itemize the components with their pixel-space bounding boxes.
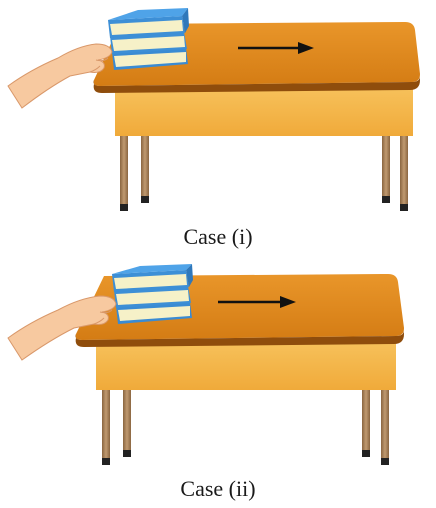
table-leg [381,384,389,464]
leg-foot [381,458,389,465]
table-leg [120,130,128,210]
table-legs [102,384,389,465]
case-ii-caption: Case (ii) [180,476,256,501]
leg-foot [141,196,149,203]
pushing-hand [7,295,117,361]
table-leg [400,130,408,210]
case-ii-illustration [7,264,404,465]
pushing-hand [7,43,113,109]
book-stack [112,264,193,324]
table-leg [362,384,370,456]
case-i-caption: Case (i) [183,224,253,249]
table-apron [96,340,396,390]
table-leg [141,130,149,202]
table-leg [102,384,110,464]
motion-arrow [238,42,314,54]
leg-foot [102,458,110,465]
table-leg [382,130,390,202]
case-i-scene: Case (i) [7,8,420,249]
leg-foot [400,204,408,211]
table-legs [120,130,408,211]
leg-foot [362,450,370,457]
leg-foot [382,196,390,203]
book-stack [108,8,189,70]
motion-arrow [218,296,296,308]
table-leg [123,384,131,456]
case-i-illustration [7,8,420,211]
leg-foot [123,450,131,457]
table-apron [115,86,413,136]
case-ii-scene: Case (ii) [0,254,436,508]
leg-foot [120,204,128,211]
